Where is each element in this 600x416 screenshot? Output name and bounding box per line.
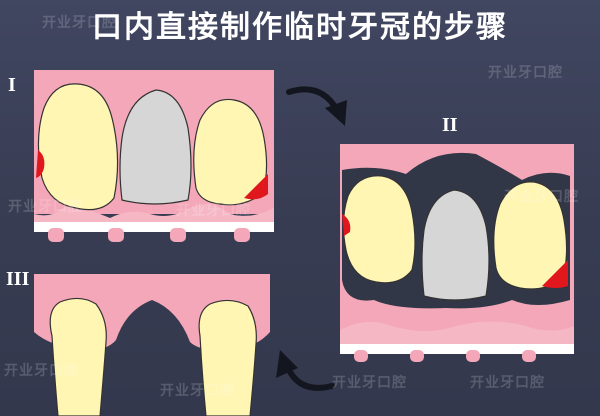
- step-label-2: II: [442, 114, 458, 136]
- right-tooth: [193, 98, 268, 206]
- left-tooth: [37, 83, 119, 211]
- arrow-step1-to-step2: [286, 86, 347, 126]
- decay-right: [244, 174, 268, 200]
- decay-right: [542, 260, 568, 288]
- right-tooth: [198, 299, 257, 416]
- step-2-diagram: [340, 144, 574, 362]
- left-tooth: [342, 175, 416, 284]
- arrow-step2-to-step3: [276, 350, 335, 391]
- prepared-tooth: [119, 89, 192, 205]
- decay-left: [36, 150, 45, 178]
- base-strip: [340, 344, 574, 354]
- left-tooth: [49, 297, 107, 416]
- decay-left: [342, 214, 351, 236]
- right-tooth: [493, 181, 568, 290]
- step-1-diagram: [34, 70, 274, 242]
- base-strip: [34, 222, 274, 232]
- step-label-1: I: [8, 74, 16, 96]
- step-3-diagram: [34, 274, 270, 416]
- prepared-tooth: [421, 189, 490, 301]
- step-label-3: III: [6, 268, 30, 290]
- diagram-title: 口内直接制作临时牙冠的步骤: [92, 10, 508, 45]
